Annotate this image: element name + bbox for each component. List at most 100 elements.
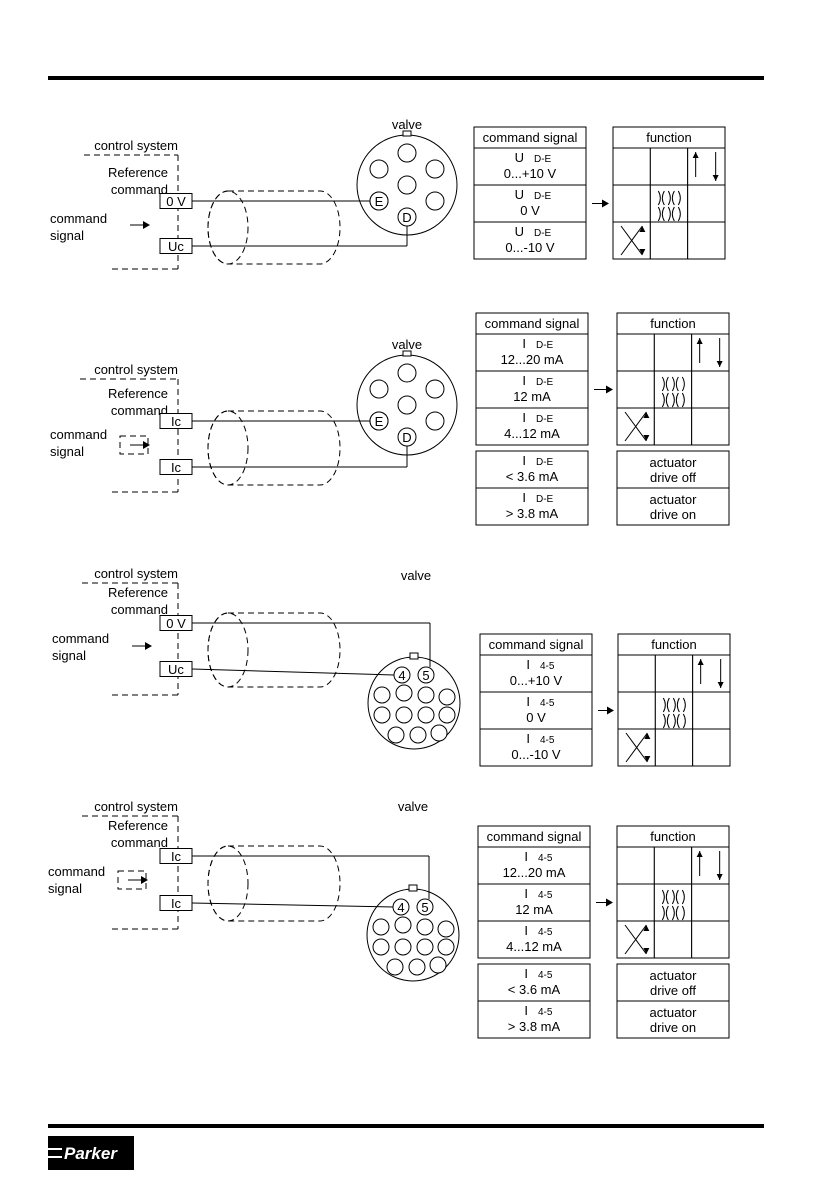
terminal-label-2: Uc bbox=[168, 662, 184, 677]
connector-pin bbox=[417, 706, 435, 724]
command-signal-row bbox=[473, 184, 587, 223]
flow-arrow-down bbox=[716, 874, 723, 880]
cable-shield-end bbox=[207, 190, 249, 265]
connector-key bbox=[409, 652, 419, 660]
signal-symbol: I bbox=[522, 410, 526, 425]
command-signal-label-1: command bbox=[50, 211, 107, 226]
table-arrow-head bbox=[606, 385, 613, 394]
connector-pin bbox=[416, 918, 434, 936]
signal-range: 4...12 mA bbox=[504, 426, 560, 441]
signal-range: 0 V bbox=[520, 203, 540, 218]
connector-pin bbox=[395, 706, 413, 724]
parker-logo-mark: Parker bbox=[48, 1136, 134, 1170]
signal-subscript: D-E bbox=[536, 340, 554, 351]
closed-position-symbol-bottom bbox=[662, 713, 686, 729]
cross-arrow-head-2 bbox=[639, 226, 646, 232]
connector-pin bbox=[417, 686, 435, 704]
connector-pin-5 bbox=[416, 898, 434, 916]
function-header: function bbox=[646, 130, 692, 145]
command-signal-header: command signal bbox=[483, 130, 578, 145]
signal-range: 0...-10 V bbox=[505, 240, 554, 255]
function-grid-cell bbox=[691, 333, 730, 372]
pin-label-d: D bbox=[402, 430, 411, 445]
reference-command-label: command bbox=[111, 835, 168, 850]
signal-subscript: D-E bbox=[536, 377, 554, 388]
cable-shield-end bbox=[207, 612, 249, 688]
signal-range: 4...12 mA bbox=[506, 939, 562, 954]
connector-pin bbox=[387, 726, 405, 744]
connector-pin bbox=[429, 956, 447, 974]
flow-arrow-down bbox=[712, 175, 719, 181]
connector-pin bbox=[397, 175, 417, 195]
status-subscript: D-E bbox=[536, 494, 554, 505]
function-grid-cell bbox=[649, 221, 689, 260]
signal-range: 12...20 mA bbox=[501, 352, 564, 367]
function-grid-cell bbox=[692, 691, 731, 730]
status-range: > 3.8 mA bbox=[508, 1019, 561, 1034]
status-symbol: I bbox=[522, 453, 526, 468]
flow-arrow-down bbox=[717, 682, 724, 688]
signal-subscript: D-E bbox=[534, 154, 552, 165]
function-grid-cell bbox=[653, 883, 693, 922]
connector-pin bbox=[369, 379, 389, 399]
connector-pin bbox=[394, 938, 412, 956]
command-signal-label-1: command bbox=[52, 631, 109, 646]
valve-label: valve bbox=[392, 337, 422, 352]
terminal-label-1: 0 V bbox=[166, 194, 186, 209]
reference-label: Reference bbox=[108, 585, 168, 600]
status-symbol: I bbox=[524, 1003, 528, 1018]
signal-range: 0...+10 V bbox=[510, 673, 563, 688]
command-signal-header: command signal bbox=[489, 637, 584, 652]
function-grid-cell bbox=[616, 883, 655, 922]
status-row bbox=[477, 963, 591, 1002]
actuator-label-1: actuator bbox=[650, 1005, 698, 1020]
command-signal-row bbox=[473, 147, 587, 186]
signal-range: 0...+10 V bbox=[504, 166, 557, 181]
pin-label-e: E bbox=[375, 194, 384, 209]
status-row bbox=[475, 487, 589, 526]
command-signal-row bbox=[479, 728, 593, 767]
terminal-label-2: Uc bbox=[168, 239, 184, 254]
terminal-label-2: Ic bbox=[171, 896, 182, 911]
connector-key bbox=[402, 130, 412, 137]
pin-label-5: 5 bbox=[421, 900, 428, 915]
flow-arrow-up bbox=[692, 152, 699, 158]
cross-arrow-2 bbox=[620, 225, 643, 256]
function-grid-cell bbox=[616, 846, 655, 885]
table-arrow-head bbox=[606, 898, 613, 907]
signal-symbol: I bbox=[526, 657, 530, 672]
signal-symbol: I bbox=[522, 373, 526, 388]
actuator-label-1: actuator bbox=[650, 968, 698, 983]
function-grid-cell bbox=[653, 333, 693, 372]
pin-label-d: D bbox=[402, 210, 411, 225]
command-arrow-head bbox=[141, 876, 148, 884]
closed-position-symbol-top bbox=[661, 376, 685, 392]
connector-pin bbox=[416, 938, 434, 956]
signal-symbol: I bbox=[522, 336, 526, 351]
signal-subscript: D-E bbox=[536, 414, 554, 425]
connector-pin bbox=[438, 706, 456, 724]
closed-position-symbol-top bbox=[661, 889, 685, 905]
status-row bbox=[477, 1000, 591, 1039]
table-arrow-head bbox=[602, 199, 609, 208]
status-symbol: I bbox=[522, 490, 526, 505]
pin-label-4: 4 bbox=[397, 900, 404, 915]
connector-pin bbox=[425, 411, 445, 431]
status-subscript: 4-5 bbox=[538, 970, 553, 981]
closed-position-symbol-bottom bbox=[661, 392, 685, 408]
connector-pin bbox=[372, 918, 390, 936]
status-range: < 3.6 mA bbox=[508, 982, 561, 997]
cable-shield bbox=[207, 190, 341, 265]
table-arrow-head bbox=[607, 706, 614, 715]
connector-key bbox=[408, 884, 418, 892]
signal-symbol: U bbox=[515, 150, 524, 165]
signal-range: 12 mA bbox=[513, 389, 551, 404]
signal-subscript: 4-5 bbox=[540, 735, 555, 746]
control-system-label: control system bbox=[94, 138, 178, 153]
signal-symbol: I bbox=[526, 694, 530, 709]
function-grid-cell bbox=[687, 221, 726, 260]
command-signal-row bbox=[477, 846, 591, 885]
function-header: function bbox=[650, 316, 696, 331]
command-signal-label-2: signal bbox=[50, 228, 84, 243]
signal-subscript: 4-5 bbox=[538, 927, 553, 938]
